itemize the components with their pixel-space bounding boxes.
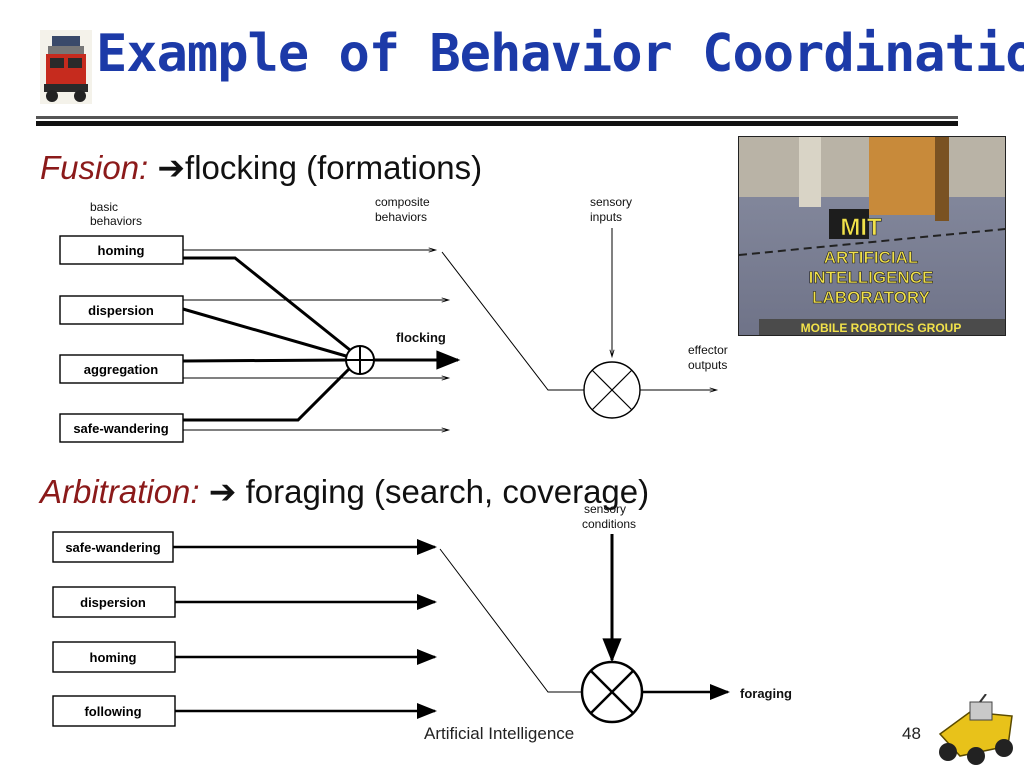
effector-outputs-label-2: outputs <box>688 358 727 372</box>
arrow-right-icon: ➔ <box>208 473 237 510</box>
arbitration-heading: Arbitration: ➔ foraging (search, coverag… <box>40 472 649 511</box>
footer-title: Artificial Intelligence <box>424 724 575 743</box>
arrow-right-icon: ➔ <box>157 149 186 186</box>
svg-text:following: following <box>84 704 141 719</box>
flocking-label: flocking <box>396 330 446 345</box>
svg-text:dispersion: dispersion <box>88 303 154 318</box>
fusion-heading: Fusion: ➔flocking (formations) <box>40 148 482 187</box>
slide-title: Example of Behavior Coordination <box>96 24 1024 84</box>
photo-text-lab: LABORATORY <box>812 288 930 307</box>
sensory-conditions-label-1: sensory <box>584 502 626 516</box>
title-divider-bottom <box>36 121 958 126</box>
robot-icon <box>40 30 92 104</box>
foraging-label: foraging <box>740 686 792 701</box>
arbitration-to-coordinator-line <box>439 548 582 693</box>
fusion-label: Fusion: <box>40 149 149 186</box>
arbitration-behavior-following: following <box>52 695 176 727</box>
sensory-inputs-label-1: sensory <box>590 195 632 209</box>
summation-node-icon <box>345 345 375 375</box>
fusion-behavior-safe-wandering: safe-wandering <box>59 413 184 443</box>
composite-behaviors-label-1: composite <box>375 195 430 209</box>
mit-lab-photo: MIT ARTIFICIAL INTELLIGENCE LABORATORY M… <box>738 136 1006 336</box>
composite-to-coordinator-line <box>441 251 584 391</box>
svg-text:safe-wandering: safe-wandering <box>65 540 160 555</box>
svg-text:safe-wandering: safe-wandering <box>73 421 168 436</box>
arbitration-behavior-safe-wandering: safe-wandering <box>52 531 174 563</box>
photo-text-group: MOBILE ROBOTICS GROUP <box>801 321 962 335</box>
basic-behaviors-label-2: behaviors <box>90 214 142 228</box>
sensory-inputs-label-2: inputs <box>590 210 622 224</box>
photo-text-intelligence: INTELLIGENCE <box>809 268 934 287</box>
arbitration-behavior-homing: homing <box>52 641 176 673</box>
fusion-behavior-homing: homing <box>59 235 184 265</box>
basic-behaviors-label-1: basic <box>90 200 118 214</box>
svg-text:homing: homing <box>90 650 137 665</box>
svg-text:dispersion: dispersion <box>80 595 146 610</box>
arbitration-label: Arbitration: <box>40 473 200 510</box>
fusion-thick-lines <box>182 256 352 422</box>
arbitration-behavior-arrows <box>173 539 437 719</box>
page-number: 48 <box>902 724 921 743</box>
fusion-behavior-aggregation: aggregation <box>59 354 184 384</box>
rover-robot-icon <box>938 694 1013 765</box>
photo-text-mit: MIT <box>840 214 882 241</box>
svg-text:homing: homing <box>98 243 145 258</box>
composite-behaviors-label-2: behaviors <box>375 210 427 224</box>
fusion-coordinator-icon <box>583 361 641 419</box>
fusion-text: flocking (formations) <box>185 149 483 186</box>
sensory-conditions-label-2: conditions <box>582 517 636 531</box>
arbitration-text: foraging (search, coverage) <box>245 473 650 510</box>
arbitration-coordinator-icon <box>580 660 644 724</box>
svg-text:aggregation: aggregation <box>84 362 158 377</box>
fusion-thin-arrows <box>183 247 451 433</box>
effector-outputs-label-1: effector <box>688 343 728 357</box>
title-divider-top <box>36 116 958 119</box>
photo-text-ai: ARTIFICIAL <box>824 248 918 267</box>
fusion-behavior-dispersion: dispersion <box>59 295 184 325</box>
arbitration-behavior-dispersion: dispersion <box>52 586 176 618</box>
